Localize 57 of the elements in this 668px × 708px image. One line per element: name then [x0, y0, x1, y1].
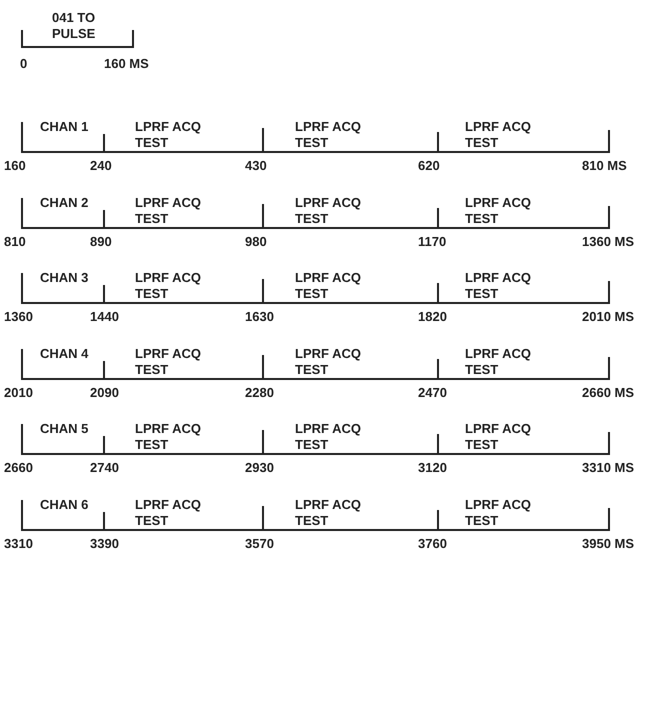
time-label: 980	[245, 234, 267, 250]
segment-label: LPRF ACQ TEST	[465, 195, 532, 227]
time-label: 1360	[4, 309, 33, 325]
time-label: 240	[90, 158, 112, 174]
time-label: 430	[245, 158, 267, 174]
segment-label: LPRF ACQ TEST	[295, 119, 362, 151]
segment-label: LPRF ACQ TEST	[135, 421, 202, 453]
segment-label: LPRF ACQ TEST	[135, 195, 202, 227]
segment-label: LPRF ACQ TEST	[465, 346, 532, 378]
time-label: 2010 MS	[582, 309, 634, 325]
time-label: 1630	[245, 309, 274, 325]
time-label: 2470	[418, 385, 447, 401]
segment-label: CHAN 4	[40, 346, 90, 362]
time-label: 2740	[90, 460, 119, 476]
time-label: 3310 MS	[582, 460, 634, 476]
time-label: 3390	[90, 536, 119, 552]
time-label: 810	[4, 234, 26, 250]
time-label: 3310	[4, 536, 33, 552]
time-label: 2660 MS	[582, 385, 634, 401]
time-label: 890	[90, 234, 112, 250]
time-label: 3120	[418, 460, 447, 476]
segment-label: 041 TO PULSE	[52, 10, 96, 42]
segment-label: CHAN 2	[40, 195, 90, 211]
time-label: 2090	[90, 385, 119, 401]
time-label: 3760	[418, 536, 447, 552]
segment-label: LPRF ACQ TEST	[295, 346, 362, 378]
segment-label: CHAN 6	[40, 497, 90, 513]
time-label: 0	[20, 56, 28, 72]
time-label: 2280	[245, 385, 274, 401]
segment-label: LPRF ACQ TEST	[135, 497, 202, 529]
time-label: 3570	[245, 536, 274, 552]
segment-label: LPRF ACQ TEST	[465, 270, 532, 302]
segment-label: LPRF ACQ TEST	[135, 119, 202, 151]
segment-label: LPRF ACQ TEST	[295, 421, 362, 453]
time-label: 2660	[4, 460, 33, 476]
time-label: 160 MS	[104, 56, 149, 72]
segment-label: LPRF ACQ TEST	[465, 119, 532, 151]
segment-label: CHAN 5	[40, 421, 90, 437]
segment-label: LPRF ACQ TEST	[295, 195, 362, 227]
time-label: 620	[418, 158, 440, 174]
segment-label: LPRF ACQ TEST	[295, 270, 362, 302]
time-label: 3950 MS	[582, 536, 634, 552]
time-label: 160	[4, 158, 26, 174]
segment-label: LPRF ACQ TEST	[295, 497, 362, 529]
segment-label: LPRF ACQ TEST	[135, 270, 202, 302]
time-label: 1170	[418, 234, 446, 250]
time-label: 1360 MS	[582, 234, 634, 250]
segment-label: LPRF ACQ TEST	[465, 421, 532, 453]
time-label: 810 MS	[582, 158, 627, 174]
time-label: 2930	[245, 460, 274, 476]
segment-label: LPRF ACQ TEST	[135, 346, 202, 378]
segment-label: CHAN 1	[40, 119, 90, 135]
time-label: 2010	[4, 385, 33, 401]
segment-label: CHAN 3	[40, 270, 90, 286]
time-label: 1440	[90, 309, 119, 325]
segment-label: LPRF ACQ TEST	[465, 497, 532, 529]
time-label: 1820	[418, 309, 447, 325]
